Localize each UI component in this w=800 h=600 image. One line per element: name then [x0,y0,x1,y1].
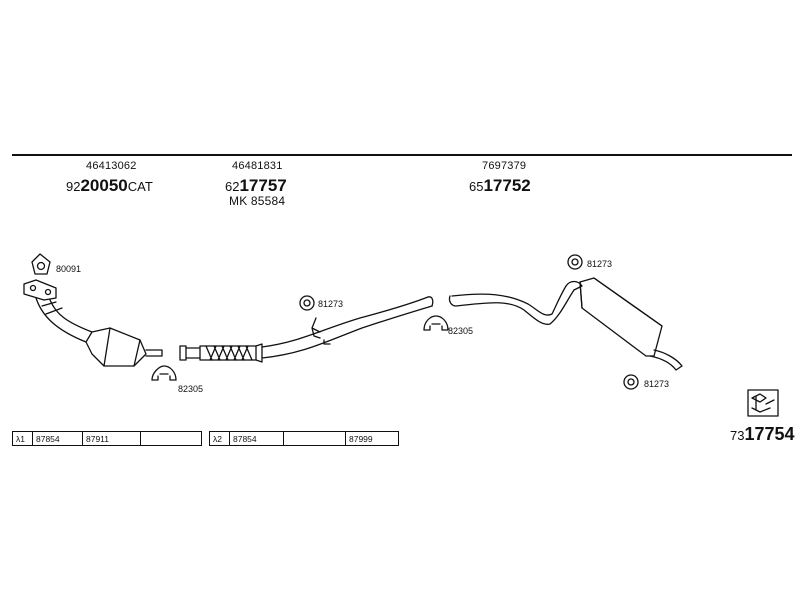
sensor-table-1: λ1 87854 87911 [12,431,202,446]
sensor-cell: 87999 [349,433,373,444]
hanger-mid-callout: 81273 [318,299,344,309]
hanger-rear-top-icon [567,254,583,270]
kit-symbol-icon [747,389,779,417]
gasket-callout: 80091 [56,264,82,274]
hanger-rear-top-callout: 81273 [587,259,613,269]
clamp-mid-callout: 82305 [448,326,474,336]
sensor-table-2: λ2 87854 87999 [209,431,399,446]
rear-part-number: 7697379 [482,160,527,172]
sensor-cell [284,432,346,445]
rear-silencer-icon [448,277,683,371]
header-rule [12,154,792,156]
sensor-symbol: λ1 [13,432,33,445]
front-flange-icon [23,279,57,301]
sensor-cell: 87854 [230,432,284,445]
front-part-code: 9220050CAT [66,176,153,195]
middle-pipe-icon [179,296,434,363]
middle-part-number: 46481831 [232,160,283,172]
clamp-mid-icon [423,315,449,331]
hanger-rear-bottom-icon [623,374,639,390]
sensor-cell: 87911 [83,432,141,445]
front-downpipe-icon [35,297,93,343]
sensor-cell: 87854 [33,432,83,445]
rear-part-code: 6517752 [469,176,531,195]
clamp-front-callout: 82305 [178,384,204,394]
middle-kit-number: MK 85584 [229,194,286,208]
hanger-rear-bottom-callout: 81273 [644,379,670,389]
sensor-cell [141,432,199,445]
front-part-number: 46413062 [86,160,137,172]
hanger-mid-icon [299,295,315,311]
gasket-icon [31,253,51,275]
kit-total-code: 7317754 [730,424,795,444]
catalytic-converter-icon [85,327,163,367]
middle-part-code: 6217757 [225,176,287,195]
sensor-symbol: λ2 [210,432,230,445]
clamp-front-icon [151,365,177,381]
